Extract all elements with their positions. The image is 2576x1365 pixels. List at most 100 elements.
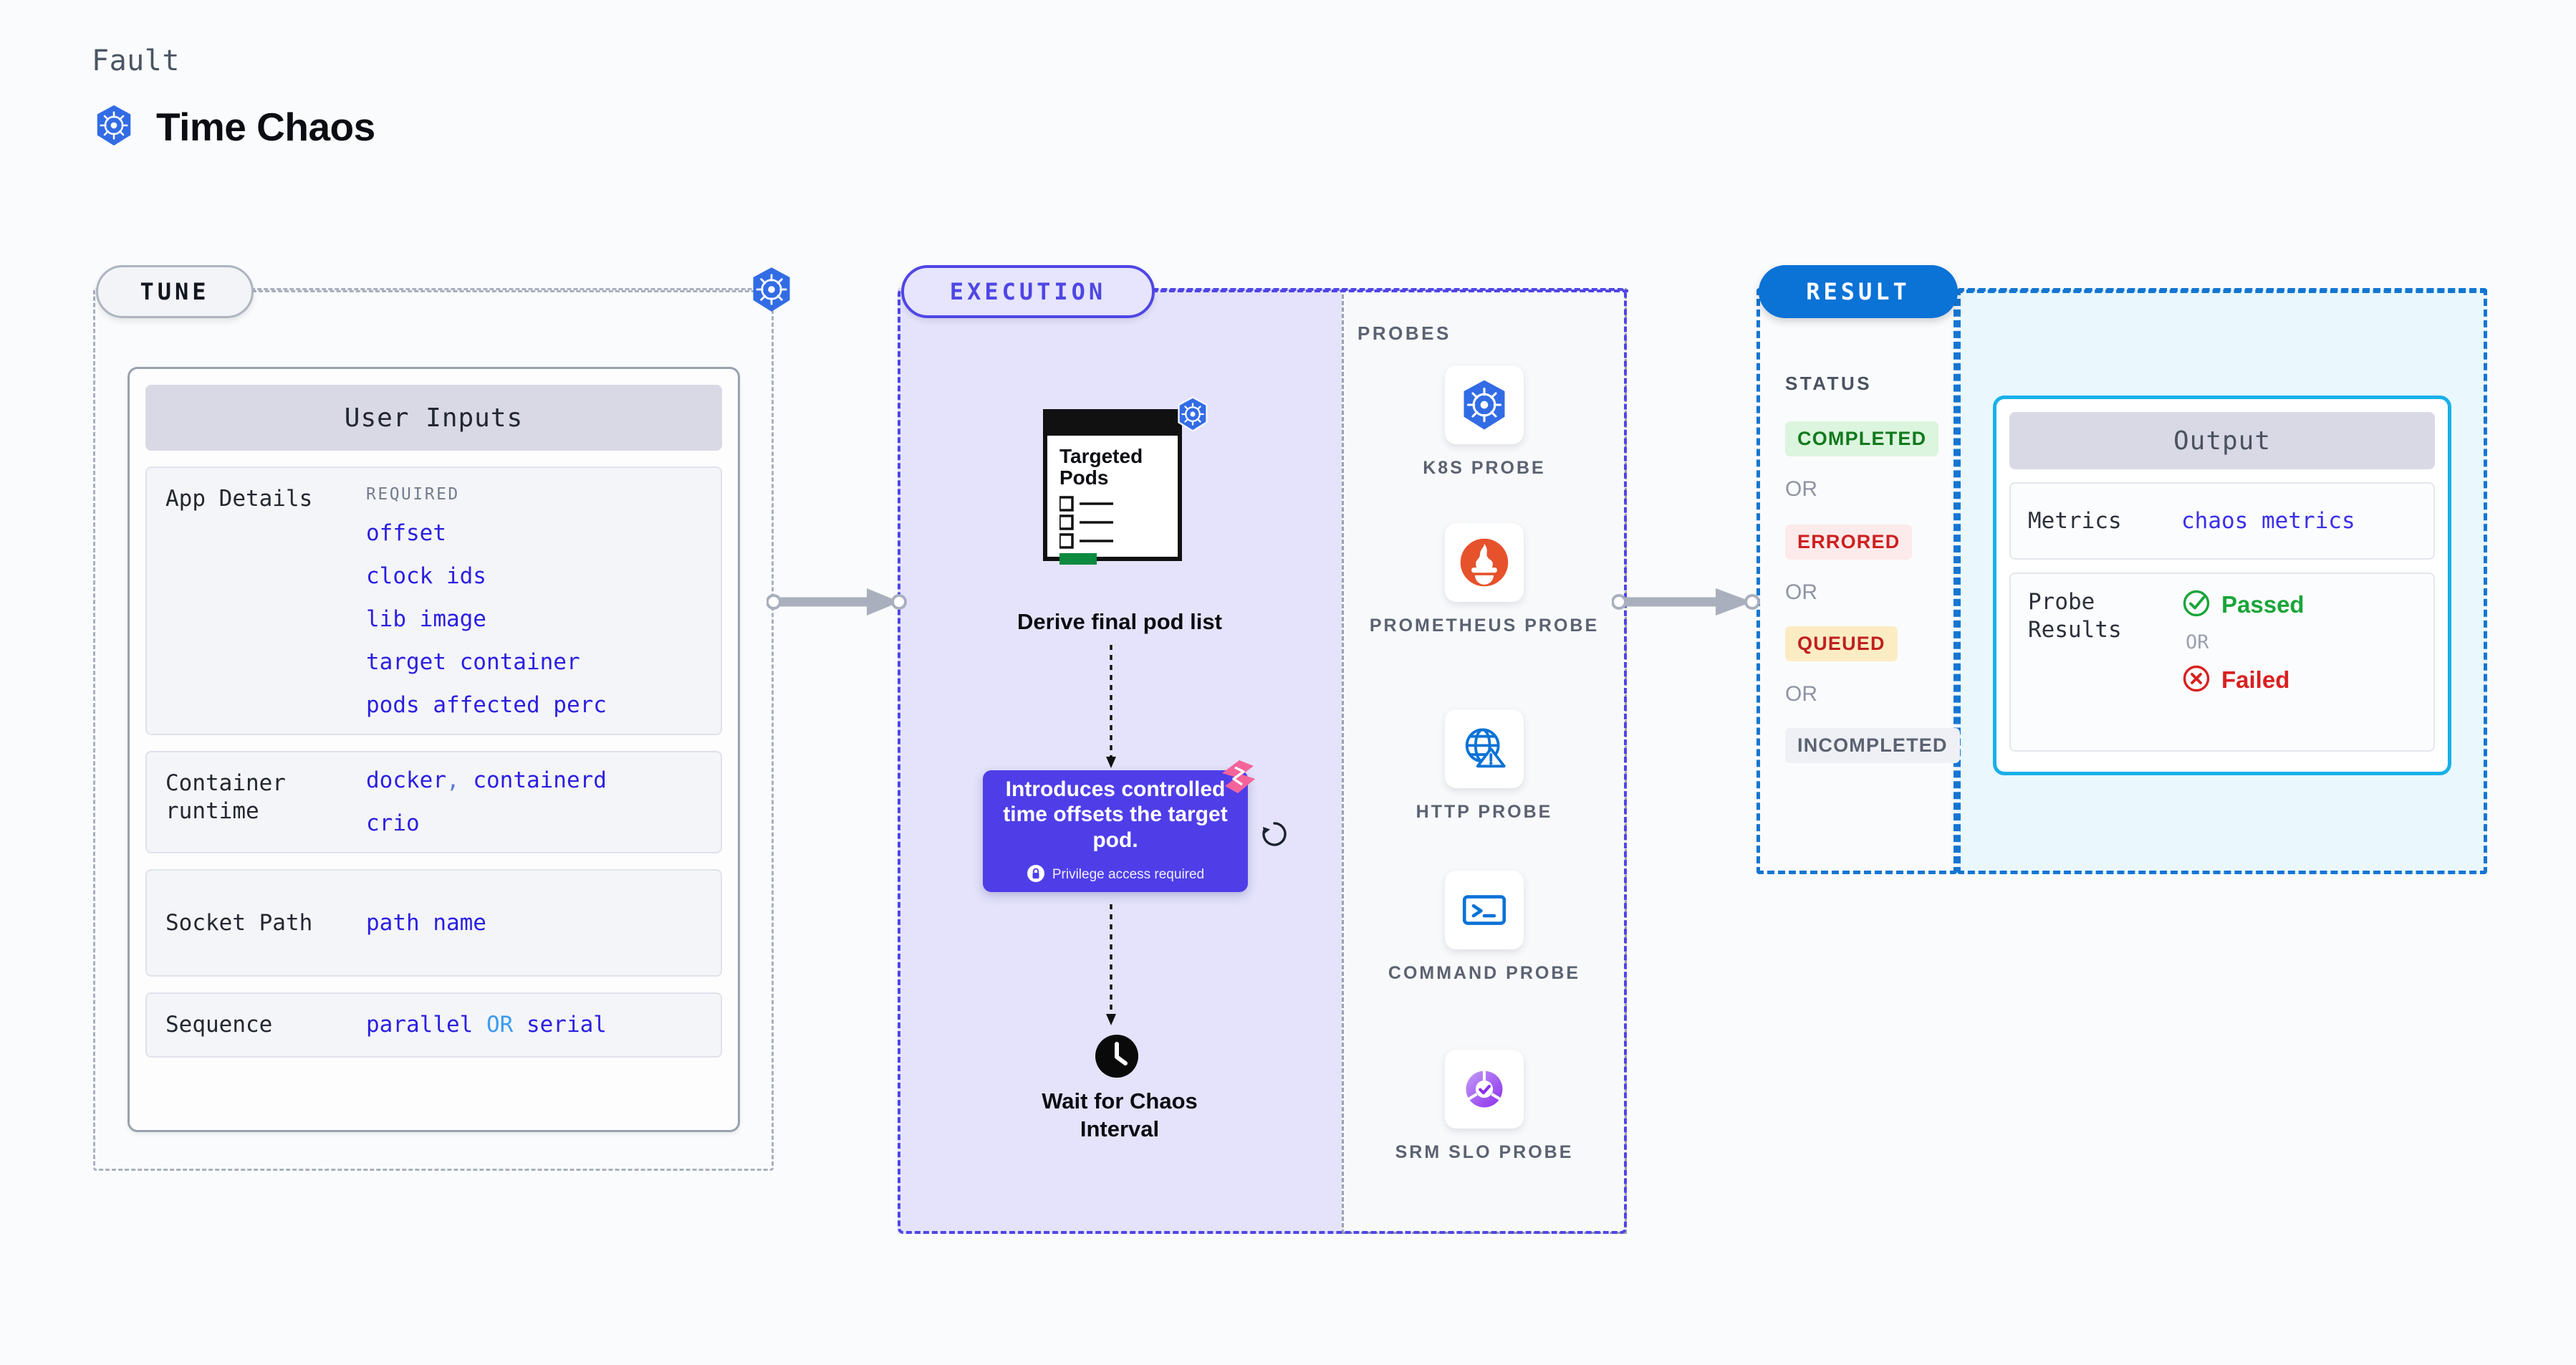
user-inputs-title: User Inputs [145, 385, 722, 451]
page-header: Fault Time Chaos [92, 44, 375, 150]
passed-label: Passed [2221, 591, 2305, 618]
probe-result-or: OR [2186, 631, 2209, 653]
sequence-or: OR [486, 1011, 514, 1038]
kubernetes-icon [92, 103, 136, 150]
output-row-label: Probe Results [2028, 589, 2122, 643]
execution-arrow-1 [1106, 645, 1116, 768]
input-row-sequence: Sequence parallel OR serial [145, 992, 722, 1058]
stage-pill-tune[interactable]: TUNE [96, 265, 254, 318]
input-value: crio [366, 810, 420, 836]
wait-for-chaos-caption: Wait for Chaos Interval [1042, 1088, 1198, 1141]
kubernetes-icon [1445, 365, 1524, 444]
input-row-values: parallel OR serial [366, 1011, 702, 1038]
probe-item-prometheus[interactable]: PROMETHEUS PROBE [1342, 523, 1627, 637]
input-row-values: path name [366, 909, 702, 936]
probe-label: K8S PROBE [1423, 458, 1546, 478]
kubernetes-icon [747, 265, 796, 317]
privilege-note: Privilege access required [1027, 864, 1204, 886]
sequence-serial: serial [526, 1011, 607, 1038]
stage-pill-result[interactable]: RESULT [1759, 265, 1958, 318]
execution-connector-line [1152, 289, 1628, 292]
input-value: target container [366, 649, 580, 675]
clock-icon [1095, 1034, 1139, 1081]
user-inputs-card: User Inputs App Details REQUIRED offset … [128, 367, 740, 1132]
targeted-pods-title: Targeted Pods [1059, 445, 1143, 489]
prometheus-icon [1445, 523, 1524, 602]
probe-label: COMMAND PROBE [1388, 963, 1581, 983]
input-row-label: Container runtime [165, 770, 286, 824]
probe-item-http[interactable]: HTTP PROBE [1342, 709, 1627, 823]
probe-label: SRM SLO PROBE [1395, 1142, 1574, 1162]
input-row-container-runtime: Container runtime docker, containerd cri… [145, 751, 722, 853]
input-value: path name [366, 909, 486, 936]
pod-checklist-icon [1058, 496, 1113, 565]
status-badge-queued: QUEUED [1785, 626, 1898, 661]
required-tag: REQUIRED [366, 485, 460, 504]
status-or: OR [1785, 682, 1817, 706]
check-circle-icon [2181, 588, 2211, 621]
status-badge-errored: ERRORED [1785, 525, 1913, 560]
input-row-values: REQUIRED offset clock ids lib image targ… [366, 485, 702, 717]
probe-item-command[interactable]: COMMAND PROBE [1342, 871, 1627, 985]
stage-pill-execution[interactable]: EXECUTION [901, 265, 1155, 318]
runtime-docker: docker [366, 767, 446, 793]
page-title: Time Chaos [156, 105, 375, 149]
rotate-ccw-icon[interactable] [1259, 818, 1290, 853]
output-title: Output [2009, 412, 2435, 469]
input-value: docker, containerd [366, 770, 702, 792]
probe-item-k8s[interactable]: K8S PROBE [1342, 365, 1627, 479]
targeted-pods-card: Targeted Pods [1042, 396, 1208, 565]
status-badge-incompleted: INCOMPLETED [1785, 728, 1960, 763]
input-value: clock ids [366, 563, 486, 589]
flow-arrow-tune-to-execution [766, 588, 907, 616]
input-value: pods affected perc [366, 692, 607, 718]
output-row-metrics: Metrics chaos metrics [2009, 482, 2435, 560]
sequence-parallel: parallel [366, 1011, 474, 1038]
output-card: Output Metrics chaos metrics Probe Resul… [1993, 396, 2451, 775]
lock-icon [1027, 864, 1045, 886]
status-badge-completed: COMPLETED [1785, 421, 1939, 456]
failed-label: Failed [2221, 666, 2290, 693]
terminal-icon [1445, 871, 1524, 949]
derive-pod-list-caption: Derive final pod list [1017, 609, 1222, 634]
execution-arrow-2 [1106, 904, 1116, 1025]
runtime-comma: , [446, 767, 460, 793]
flow-arrow-execution-to-result [1612, 588, 1760, 616]
runtime-containerd: containerd [473, 767, 607, 793]
input-value: parallel OR serial [366, 1011, 702, 1038]
tune-panel-border [93, 288, 774, 1171]
result-connector-line [1956, 289, 2487, 293]
input-row-values: docker, containerd crio [366, 770, 702, 835]
tune-connector-line [252, 290, 775, 292]
probe-label: HTTP PROBE [1416, 802, 1553, 822]
input-row-label: Socket Path [165, 909, 313, 936]
fault-description-card: Introduces controlled time offsets the t… [983, 760, 1255, 892]
input-value: offset [366, 520, 446, 546]
probe-label: PROMETHEUS PROBE [1369, 616, 1600, 636]
metrics-value: chaos metrics [2181, 508, 2355, 534]
harness-ribbon-icon [1218, 757, 1258, 799]
status-or: OR [1785, 477, 1817, 501]
probes-title: PROBES [1357, 322, 1451, 344]
fault-description-text: Introduces controlled time offsets the t… [1003, 777, 1228, 852]
probe-result-failed: Failed [2181, 664, 2416, 696]
output-row-values: Passed OR Failed [2181, 588, 2416, 736]
fault-label: Fault [92, 44, 180, 77]
status-or: OR [1785, 580, 1817, 604]
x-circle-icon [2181, 664, 2211, 696]
input-row-label: Sequence [165, 1012, 273, 1038]
output-row-label: Metrics [2028, 507, 2122, 534]
kubernetes-icon [1174, 396, 1211, 436]
fault-title-row: Time Chaos [92, 103, 375, 150]
output-row-values: chaos metrics [2181, 508, 2416, 534]
output-row-probe-results: Probe Results Passed OR [2009, 573, 2435, 752]
probe-result-passed: Passed [2181, 588, 2416, 621]
input-row-app-details: App Details REQUIRED offset clock ids li… [145, 466, 722, 735]
globe-alert-icon [1445, 709, 1524, 788]
probe-item-srm-slo[interactable]: SRM SLO PROBE [1342, 1050, 1627, 1164]
status-title: STATUS [1785, 373, 1873, 394]
input-row-socket-path: Socket Path path name [145, 869, 722, 977]
input-value: lib image [366, 606, 486, 632]
slo-donut-check-icon [1445, 1050, 1524, 1129]
input-row-label: App Details [165, 486, 313, 512]
